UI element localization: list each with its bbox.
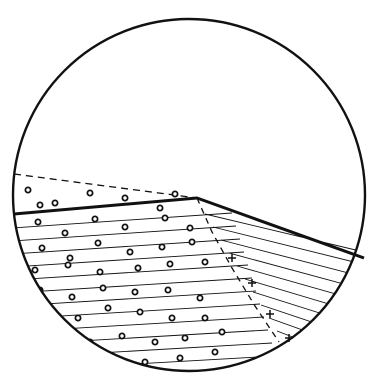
dot [119, 333, 124, 338]
hatch-line [12, 343, 272, 358]
dot [42, 312, 47, 317]
dot [35, 219, 40, 224]
hatch-line [12, 330, 268, 345]
dot [122, 224, 127, 229]
hatch-line [12, 304, 260, 319]
hatch-line [12, 369, 280, 384]
wedge-hatch-line [277, 331, 364, 365]
hatch-line [12, 317, 264, 332]
dot [72, 352, 77, 357]
dot [172, 191, 177, 196]
dot [212, 349, 217, 354]
dot [169, 315, 174, 320]
wedge-hatch-line [205, 214, 364, 252]
wedge-hatch-line [237, 266, 364, 302]
dot [92, 216, 97, 221]
dot [135, 265, 140, 270]
dot [39, 245, 44, 250]
dot [187, 225, 192, 230]
circular-field-of-view [13, 19, 365, 371]
dot [69, 294, 74, 299]
hatched-layer [12, 213, 280, 384]
dot [159, 244, 164, 249]
dot [122, 195, 127, 200]
dot [202, 315, 207, 320]
dot [157, 205, 162, 210]
dot [65, 262, 70, 267]
dot [55, 332, 60, 337]
dot [107, 357, 112, 362]
dot [137, 309, 142, 314]
dashed-upper-boundary [14, 174, 197, 198]
wedge-hatch-line [261, 305, 364, 340]
dot [219, 329, 224, 334]
dot [87, 190, 92, 195]
dot [95, 240, 100, 245]
wedge-hatch-line [221, 240, 364, 277]
dot [25, 187, 30, 192]
dot [127, 249, 132, 254]
dot [152, 339, 157, 344]
dot [182, 335, 187, 340]
wedge-hatch-line [253, 292, 364, 327]
dot [62, 230, 67, 235]
dot [162, 215, 167, 220]
hatch-line [12, 265, 248, 280]
dot [67, 255, 72, 260]
dot [197, 295, 202, 300]
wedge-hatch-line [245, 279, 364, 315]
dot [165, 287, 170, 292]
dot [32, 267, 37, 272]
dot [37, 202, 42, 207]
dot [202, 259, 207, 264]
dot [167, 261, 172, 266]
wedge-hatch-line [269, 318, 364, 352]
dot [100, 285, 105, 290]
dot [189, 239, 194, 244]
wedge-hatch-line [229, 253, 364, 290]
wedge-hatch-line [213, 227, 364, 265]
dot [75, 315, 80, 320]
hatch-line [12, 239, 240, 254]
dot [97, 269, 102, 274]
dot [52, 200, 57, 205]
wedge-cross-marks [228, 254, 293, 342]
dot [105, 305, 110, 310]
dot [177, 355, 182, 360]
dot [132, 289, 137, 294]
